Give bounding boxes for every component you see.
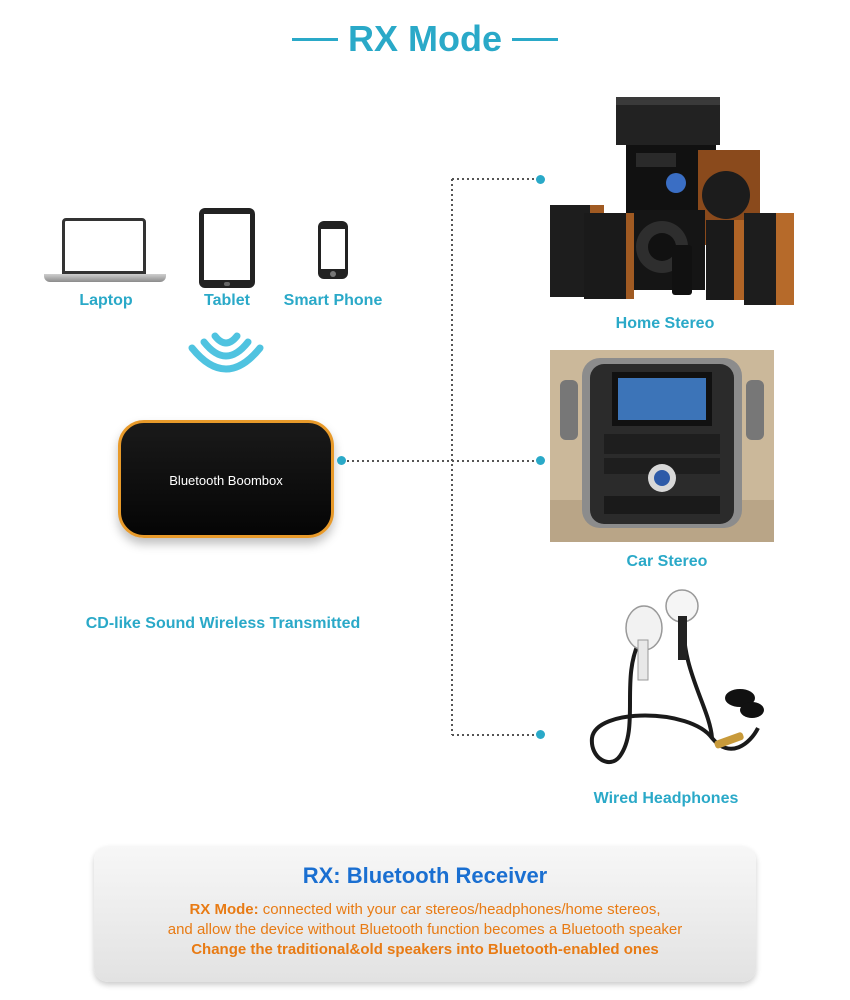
smartphone-icon bbox=[318, 221, 348, 279]
panel-line-1: connected with your car stereos/headphon… bbox=[258, 901, 661, 918]
bluetooth-boombox-device: Bluetooth Boombox bbox=[118, 420, 334, 538]
tagline: CD-like Sound Wireless Transmitted bbox=[85, 615, 361, 632]
connector-dot-home bbox=[536, 175, 545, 184]
page-title: RX Mode bbox=[0, 18, 850, 60]
source-label-smartphone: Smart Phone bbox=[283, 292, 383, 309]
panel-description: RX Mode: connected with your car stereos… bbox=[94, 900, 756, 960]
panel-mode-label: RX Mode: bbox=[189, 901, 259, 918]
output-label-car-stereo: Car Stereo bbox=[626, 553, 708, 570]
wired-headphones-image bbox=[589, 589, 764, 764]
car-stereo-image bbox=[550, 350, 774, 542]
panel-line-2: and allow the device without Bluetooth f… bbox=[167, 921, 683, 938]
output-label-wired-headphones: Wired Headphones bbox=[593, 790, 739, 807]
title-line-right bbox=[512, 37, 559, 41]
source-label-tablet: Tablet bbox=[204, 292, 250, 309]
source-label-laptop: Laptop bbox=[79, 292, 133, 309]
laptop-base bbox=[44, 274, 166, 282]
tablet-icon bbox=[199, 208, 255, 288]
output-label-home-stereo: Home Stereo bbox=[615, 315, 715, 332]
panel-heading: RX: Bluetooth Receiver bbox=[302, 863, 548, 888]
connector-lines bbox=[342, 178, 540, 736]
laptop-icon bbox=[62, 218, 146, 274]
wireless-signal-icon bbox=[188, 332, 264, 373]
home-stereo-image bbox=[550, 97, 794, 305]
panel-line-3: Change the traditional&old speakers into… bbox=[191, 941, 659, 958]
device-label: Bluetooth Boombox bbox=[169, 473, 283, 488]
connector-dot-car bbox=[536, 456, 545, 465]
info-panel: RX: Bluetooth Receiver RX Mode: connecte… bbox=[94, 846, 756, 982]
connector-dot-headphones bbox=[536, 730, 545, 739]
title-line-left bbox=[291, 37, 338, 41]
title-text: RX Mode bbox=[347, 18, 502, 59]
connector-dot-device bbox=[337, 456, 346, 465]
